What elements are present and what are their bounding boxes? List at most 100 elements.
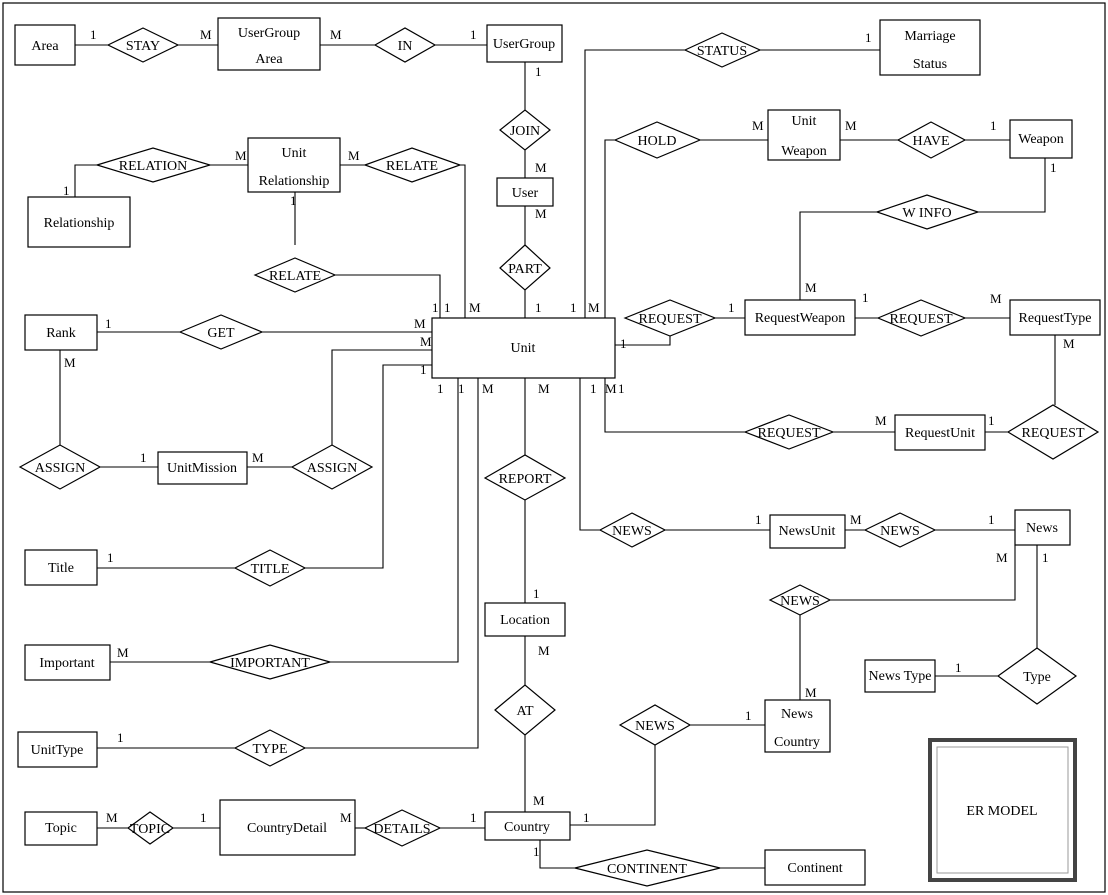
relationship-status[interactable]: STATUS (685, 33, 760, 67)
entity-title[interactable]: Title (25, 550, 97, 585)
entity-topic[interactable]: Topic (25, 812, 97, 845)
svg-text:Location: Location (500, 613, 550, 628)
entity-rank[interactable]: Rank (25, 315, 97, 350)
relationship-title[interactable]: TITLE (235, 550, 305, 586)
cardinality: 1 (458, 381, 465, 396)
cardinality: M (482, 381, 494, 396)
svg-text:Unit: Unit (792, 114, 817, 129)
entity-continent[interactable]: Continent (765, 850, 865, 885)
entity-location[interactable]: Location (485, 603, 565, 636)
entity-unit-mission[interactable]: UnitMission (158, 452, 247, 484)
entity-country[interactable]: Country (485, 812, 570, 840)
entity-weapon[interactable]: Weapon (1010, 120, 1072, 158)
relationship-relate-top[interactable]: RELATE (365, 148, 460, 182)
cardinality: 1 (63, 183, 70, 198)
svg-text:Area: Area (31, 39, 59, 54)
svg-text:NewsUnit: NewsUnit (779, 524, 836, 539)
relationship-type-unit[interactable]: TYPE (235, 730, 305, 766)
entity-usergroup[interactable]: UserGroup (487, 25, 562, 62)
entity-request-type[interactable]: RequestType (1010, 300, 1100, 335)
relationship-important[interactable]: IMPORTANT (210, 645, 330, 679)
cardinality: 1 (862, 290, 869, 305)
relationship-relate-mid[interactable]: RELATE (255, 258, 335, 292)
entity-area[interactable]: Area (15, 25, 75, 65)
svg-text:RequestType: RequestType (1019, 311, 1092, 326)
cardinality: 1 (140, 450, 147, 465)
entity-unit[interactable]: Unit (432, 318, 615, 378)
relationship-join[interactable]: JOIN (500, 110, 550, 150)
svg-text:Important: Important (39, 656, 94, 671)
cardinality: 1 (755, 512, 762, 527)
svg-text:User: User (512, 186, 539, 201)
relationship-news-news[interactable]: NEWS (865, 513, 935, 547)
relationship-get[interactable]: GET (180, 315, 262, 349)
cardinality: M (996, 550, 1008, 565)
entity-news-type[interactable]: News Type (865, 660, 935, 692)
svg-text:Rank: Rank (46, 326, 76, 341)
entity-request-unit[interactable]: RequestUnit (895, 415, 985, 450)
relationship-request-right[interactable]: REQUEST (1008, 405, 1098, 459)
svg-text:News Type: News Type (869, 669, 932, 684)
relationship-have[interactable]: HAVE (898, 122, 965, 158)
relationship-in[interactable]: IN (375, 28, 435, 62)
svg-text:IN: IN (398, 39, 413, 54)
relationship-continent[interactable]: CONTINENT (575, 850, 720, 886)
svg-text:RELATE: RELATE (386, 159, 438, 174)
svg-text:PART: PART (508, 262, 542, 277)
cardinality: M (535, 206, 547, 221)
cardinality: 1 (620, 336, 627, 351)
cardinality: M (535, 160, 547, 175)
relationship-assign-right[interactable]: ASSIGN (292, 445, 372, 489)
svg-text:STAY: STAY (126, 39, 160, 54)
cardinality: 1 (470, 27, 477, 42)
relationship-w-info[interactable]: W INFO (877, 195, 978, 229)
cardinality: 1 (955, 660, 962, 675)
svg-text:RequestWeapon: RequestWeapon (755, 311, 846, 326)
relationship-at[interactable]: AT (495, 685, 555, 735)
cardinality: M (805, 685, 817, 700)
entity-news[interactable]: News (1015, 510, 1070, 545)
relationship-type-news[interactable]: Type (998, 648, 1076, 704)
entity-request-weapon[interactable]: RequestWeapon (745, 300, 855, 335)
relationship-report[interactable]: REPORT (485, 455, 565, 500)
relationship-topic[interactable]: TOPIC (128, 812, 173, 844)
relationship-news-country-bottom[interactable]: NEWS (620, 705, 690, 745)
cardinality: M (235, 148, 247, 163)
relationship-assign-left[interactable]: ASSIGN (20, 445, 100, 489)
relationship-request-type[interactable]: REQUEST (878, 300, 965, 336)
relationship-request-unit[interactable]: REQUEST (745, 415, 833, 449)
relationship-request-weapon[interactable]: REQUEST (625, 300, 715, 336)
svg-text:CountryDetail: CountryDetail (247, 821, 327, 836)
relationship-relation[interactable]: RELATION (97, 148, 210, 182)
svg-text:HAVE: HAVE (912, 134, 949, 149)
cardinality: M (605, 381, 617, 396)
svg-text:W INFO: W INFO (902, 206, 951, 221)
entity-country-detail[interactable]: CountryDetail (220, 800, 355, 855)
relationship-news-country-top[interactable]: NEWS (770, 585, 830, 615)
cardinality: 1 (90, 27, 97, 42)
svg-text:HOLD: HOLD (638, 134, 677, 149)
relationship-part[interactable]: PART (500, 245, 550, 290)
cardinality: 1 (117, 730, 124, 745)
svg-text:Country: Country (774, 735, 820, 750)
svg-text:News: News (1026, 521, 1058, 536)
entity-important[interactable]: Important (25, 645, 110, 680)
entity-user[interactable]: User (497, 178, 553, 206)
entity-relationship[interactable]: Relationship (28, 197, 130, 247)
relationship-news-unit[interactable]: NEWS (600, 513, 665, 547)
entity-news-unit[interactable]: NewsUnit (770, 515, 845, 548)
svg-text:UnitMission: UnitMission (167, 461, 237, 476)
relationship-stay[interactable]: STAY (108, 28, 178, 62)
relationship-hold[interactable]: HOLD (615, 122, 700, 158)
cardinality: 1 (290, 193, 297, 208)
cardinality: M (252, 450, 264, 465)
svg-text:RELATE: RELATE (269, 269, 321, 284)
relationship-details[interactable]: DETAILS (365, 810, 440, 846)
entity-unit-type[interactable]: UnitType (18, 732, 97, 767)
er-model-title: ER MODEL (966, 804, 1037, 819)
